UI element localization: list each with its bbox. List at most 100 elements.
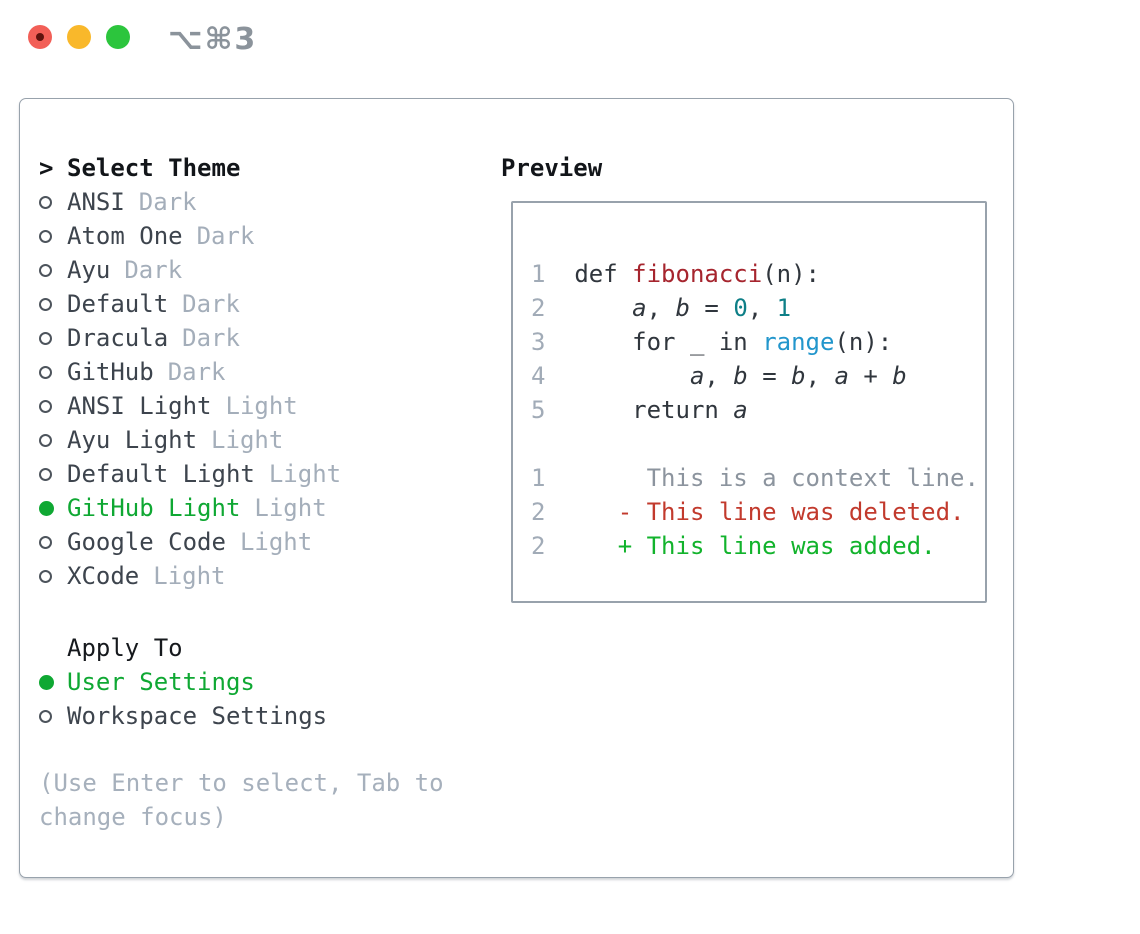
theme-name: Atom One — [67, 222, 183, 250]
code-token: , — [704, 362, 734, 390]
code-token: , — [646, 294, 676, 322]
code-token: 0 — [733, 294, 748, 322]
code-token: , — [747, 294, 777, 322]
code-token: a — [834, 362, 849, 390]
theme-variant-tag: Dark — [182, 324, 240, 352]
code-token — [574, 294, 632, 322]
code-token: a — [632, 294, 647, 322]
theme-option-default-light[interactable]: Default Light Light — [39, 457, 444, 491]
code-line: 1 This is a context line. — [531, 461, 985, 495]
code-token: b — [892, 362, 907, 390]
theme-option-dracula[interactable]: Dracula Dark — [39, 321, 444, 355]
zoom-button[interactable] — [106, 25, 130, 49]
line-number: 1 — [531, 464, 546, 492]
minimize-button[interactable] — [67, 25, 91, 49]
apply-option-label: User Settings — [67, 668, 255, 696]
apply-to-header: Apply To — [39, 631, 444, 665]
code-token: = — [747, 362, 792, 390]
theme-name: Ayu — [67, 256, 111, 284]
radio-unselected-icon — [39, 297, 52, 311]
theme-option-github-light[interactable]: GitHub Light Light — [39, 491, 444, 525]
prompt-chevron: > — [39, 154, 54, 182]
code-line: 2 - This line was deleted. — [531, 495, 985, 529]
code-line: 3 for _ in range(n): — [531, 325, 985, 359]
code-token: 1 — [776, 294, 792, 322]
theme-name: Default — [67, 290, 169, 318]
theme-variant-tag: Dark — [196, 222, 255, 250]
line-number: 1 — [531, 260, 546, 288]
select-theme-header: > Select Theme — [39, 151, 444, 185]
code-token: + — [848, 362, 893, 390]
theme-option-atom-one[interactable]: Atom One Dark — [39, 219, 444, 253]
code-token: a — [733, 396, 748, 424]
line-number: 2 — [531, 532, 546, 560]
theme-name: GitHub — [67, 358, 154, 386]
code-token: a — [689, 362, 705, 390]
radio-unselected-icon — [39, 263, 52, 277]
apply-to-label: Apply To — [67, 634, 183, 662]
hint-line-2: change focus) — [39, 803, 227, 831]
code-token: This is a context line. — [574, 464, 979, 492]
code-token: (n): — [762, 260, 820, 288]
code-line: 2 a, b = 0, 1 — [531, 291, 985, 325]
select-theme-label: Select Theme — [67, 154, 241, 182]
code-token: + This line was added. — [574, 532, 936, 560]
line-number: 3 — [531, 328, 546, 356]
apply-option-workspace-settings[interactable]: Workspace Settings — [39, 699, 444, 733]
code-token: b — [733, 362, 748, 390]
code-token: def — [574, 260, 633, 288]
radio-unselected-icon — [39, 569, 52, 583]
code-token: (n): — [834, 328, 893, 356]
theme-variant-tag: Light — [239, 528, 313, 556]
line-number: 2 — [531, 294, 546, 322]
radio-unselected-icon — [39, 229, 52, 243]
theme-variant-tag: Light — [254, 494, 327, 522]
apply-option-user-settings[interactable]: User Settings — [39, 665, 444, 699]
code-token: return — [574, 396, 734, 424]
titlebar: ⌥⌘3 — [0, 0, 1140, 72]
line-number: 4 — [531, 362, 546, 390]
theme-name: ANSI — [67, 188, 125, 216]
theme-name: GitHub Light — [67, 494, 241, 522]
theme-option-ayu[interactable]: Ayu Dark — [39, 253, 444, 287]
apply-option-label: Workspace Settings — [67, 702, 328, 730]
theme-option-ansi[interactable]: ANSI Dark — [39, 185, 444, 219]
preview-title: Preview — [501, 154, 603, 182]
code-token: b — [791, 362, 806, 390]
code-token: b — [675, 294, 690, 322]
code-token: fibonacci — [632, 260, 763, 288]
theme-name: Dracula — [67, 324, 169, 352]
theme-name: ANSI Light — [67, 392, 212, 420]
radio-unselected-icon — [39, 535, 52, 549]
theme-variant-tag: Light — [211, 426, 284, 454]
theme-name: Ayu Light — [67, 426, 198, 454]
close-button[interactable] — [28, 25, 52, 49]
theme-variant-tag: Light — [268, 460, 342, 488]
theme-name: Default Light — [67, 460, 255, 488]
radio-unselected-icon — [39, 467, 52, 481]
code-token: - This line was deleted. — [574, 498, 965, 526]
code-token — [574, 362, 690, 390]
radio-unselected-icon — [39, 433, 52, 447]
code-token: range — [762, 328, 835, 356]
hint-line-1: (Use Enter to select, Tab to — [39, 769, 444, 797]
code-token: = — [689, 294, 734, 322]
theme-variant-tag: Dark — [138, 188, 197, 216]
code-line: 4 a, b = b, a + b — [531, 359, 985, 393]
theme-option-ayu-light[interactable]: Ayu Light Light — [39, 423, 444, 457]
theme-variant-tag: Dark — [124, 256, 183, 284]
keyboard-hint: (Use Enter to select, Tab to change focu… — [39, 766, 444, 834]
theme-name: XCode — [67, 562, 140, 590]
code-blank-line — [531, 427, 985, 461]
